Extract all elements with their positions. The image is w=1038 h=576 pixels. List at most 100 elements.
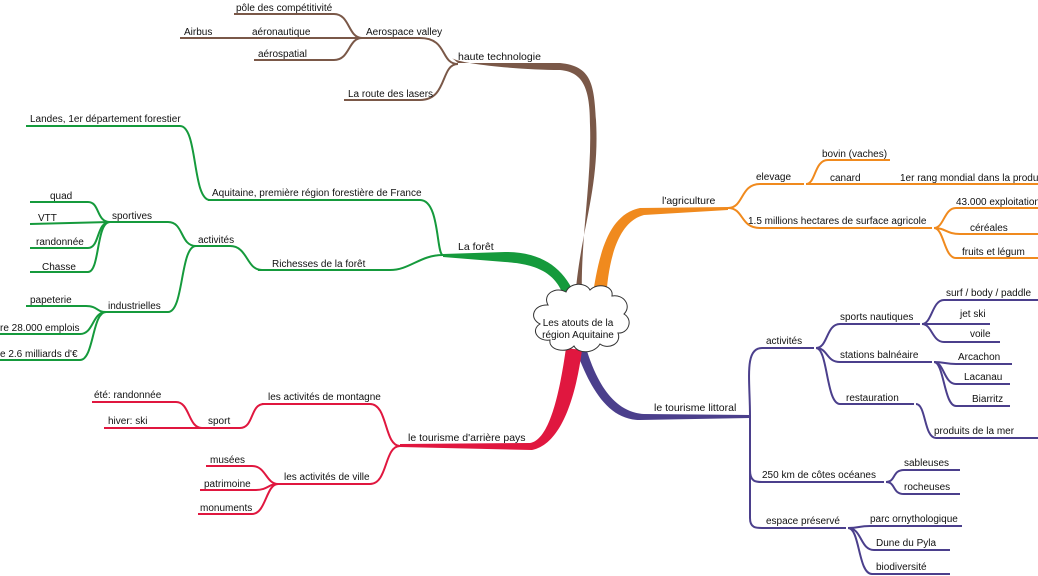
node-sportives[interactable]: sportives (112, 211, 152, 222)
central-title-line1: Les atouts de la (543, 318, 614, 329)
link-richesses (258, 254, 444, 271)
node-espace-preserve[interactable]: espace préservé (766, 516, 840, 527)
node-quad[interactable]: quad (50, 191, 72, 202)
node-canard[interactable]: canard (830, 173, 861, 184)
node-biodiversite[interactable]: biodiversité (876, 562, 927, 573)
node-jetski[interactable]: jet ski (959, 309, 986, 320)
node-restauration[interactable]: restauration (846, 393, 899, 404)
node-randonnee[interactable]: randonnée (36, 237, 84, 248)
node-patrimoine[interactable]: patrimoine (204, 479, 251, 490)
node-activites-montagne[interactable]: les activités de montagne (268, 392, 381, 403)
link-ville (276, 445, 401, 485)
node-airbus[interactable]: Airbus (184, 27, 212, 38)
link-sport (200, 403, 265, 429)
node-hectares[interactable]: 1.5 millions hectares de surface agricol… (748, 216, 927, 227)
node-dune-pyla[interactable]: Dune du Pyla (876, 538, 936, 549)
node-tourisme-activites[interactable]: activités (766, 336, 802, 347)
node-lacanau[interactable]: Lacanau (964, 372, 1002, 383)
node-landes[interactable]: Landes, 1er département forestier (30, 114, 181, 125)
node-parc-ornythologique[interactable]: parc ornythologique (870, 514, 958, 525)
branch-agriculture-trunk (592, 207, 728, 300)
central-cloud-shape (533, 283, 630, 353)
branch-group-haute-technologie (180, 13, 459, 101)
node-biarritz[interactable]: Biarritz (972, 394, 1003, 405)
link-landes (26, 125, 211, 201)
node-route-lasers[interactable]: La route des lasers (348, 89, 433, 100)
node-arriere-pays[interactable]: le tourisme d'arrière pays (408, 432, 526, 444)
node-monuments[interactable]: monuments (200, 503, 252, 514)
node-surf[interactable]: surf / body / paddle (946, 288, 1031, 299)
link-t-activites (748, 347, 814, 417)
node-aerospace-valley[interactable]: Aerospace valley (366, 27, 442, 38)
link-industrielles (104, 245, 197, 313)
link-aerospace (360, 37, 459, 65)
node-activites-ville[interactable]: les activités de ville (284, 472, 370, 483)
node-cotes-oceanes[interactable]: 250 km de côtes océanes (762, 470, 876, 481)
node-tourisme-littoral[interactable]: le tourisme littoral (654, 402, 736, 414)
link-biodiversite (847, 527, 950, 575)
link-montagne (262, 403, 401, 447)
branch-group-la-foret (0, 125, 444, 361)
link-biarritz (933, 361, 1010, 407)
node-fruits[interactable]: fruits et légum (962, 247, 1025, 258)
link-chasse (30, 221, 111, 273)
node-rang-mondial[interactable]: 1er rang mondial dans la produ (900, 173, 1038, 184)
link-aquitaine-foret (208, 199, 444, 256)
node-elevage[interactable]: elevage (756, 172, 791, 183)
link-lasers (344, 63, 459, 101)
link-sportives (108, 221, 197, 247)
node-sport[interactable]: sport (208, 416, 230, 427)
link-sports-nautiques (815, 323, 920, 349)
node-aquitaine-premiere[interactable]: Aquitaine, première région forestière de… (212, 188, 422, 199)
link-activites (194, 245, 263, 271)
node-pole-competitivite[interactable]: pôle des compétitivité (236, 3, 333, 14)
link-parc (847, 525, 962, 529)
link-aerospatial (254, 37, 363, 61)
central-title-line2: région Aquitaine (542, 330, 614, 341)
node-chasse[interactable]: Chasse (42, 262, 76, 273)
link-vtt (29, 221, 111, 225)
node-emplois[interactable]: re 28.000 emplois (0, 323, 80, 334)
link-produits-mer (915, 403, 1038, 439)
node-voile[interactable]: voile (970, 329, 991, 340)
link-hectares (727, 207, 932, 229)
branch-group-tourisme-littoral (748, 299, 1038, 575)
node-vtt[interactable]: VTT (38, 213, 57, 224)
node-produits-mer[interactable]: produits de la mer (934, 426, 1015, 437)
node-sableuses[interactable]: sableuses (904, 458, 949, 469)
node-cereales[interactable]: céréales (970, 223, 1008, 234)
node-rocheuses[interactable]: rocheuses (904, 482, 950, 493)
node-agriculture[interactable]: l'agriculture (662, 195, 716, 207)
branch-group-arriere-pays (92, 401, 401, 515)
node-arcachon[interactable]: Arcachon (958, 352, 1000, 363)
node-exploitations[interactable]: 43.000 exploitation (956, 197, 1038, 208)
link-papeterie (26, 305, 107, 313)
link-sableuses (885, 469, 960, 483)
link-milliards (0, 311, 107, 361)
node-industrielles[interactable]: industrielles (108, 301, 161, 312)
node-aeronautique[interactable]: aéronautique (252, 27, 311, 38)
node-milliards[interactable]: e 2.6 milliards d'€ (0, 349, 78, 360)
node-ete-randonnee[interactable]: été: randonnée (94, 390, 162, 401)
node-stations-balneaire[interactable]: stations balnéaire (840, 350, 919, 361)
node-haute-technologie[interactable]: haute technologie (458, 51, 541, 63)
link-voile (921, 323, 1000, 343)
node-sports-nautiques[interactable]: sports nautiques (840, 312, 913, 323)
central-topic[interactable]: Les atouts de la région Aquitaine (533, 283, 630, 353)
node-hiver-ski[interactable]: hiver: ski (108, 416, 147, 427)
node-la-foret[interactable]: La forêt (458, 241, 494, 253)
link-elevage (727, 183, 804, 209)
link-monuments (198, 483, 279, 515)
node-richesses-foret[interactable]: Richesses de la forêt (272, 259, 366, 270)
node-bovin[interactable]: bovin (vaches) (822, 149, 887, 160)
branch-la-foret-trunk (443, 252, 578, 305)
node-papeterie[interactable]: papeterie (30, 295, 72, 306)
node-musees[interactable]: musées (210, 455, 245, 466)
link-rocheuses (885, 481, 960, 495)
node-aerospatial[interactable]: aérospatial (258, 49, 307, 60)
node-foret-activites[interactable]: activités (198, 235, 234, 246)
link-fruits (933, 227, 1038, 259)
branch-group-agriculture (727, 159, 1038, 259)
link-restauration (815, 347, 914, 405)
